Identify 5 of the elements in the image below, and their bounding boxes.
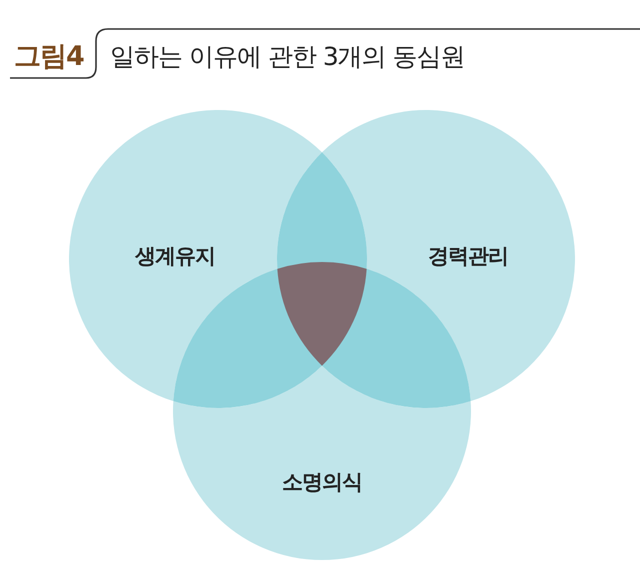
diagram-title: 일하는 이유에 관한 3개의 동심원: [110, 41, 465, 73]
circle-label: 생계유지: [135, 243, 215, 270]
circle-label: 소명의식: [282, 469, 362, 496]
figure-number: 그림4: [14, 40, 84, 74]
circle-label: 경력관리: [428, 243, 508, 270]
